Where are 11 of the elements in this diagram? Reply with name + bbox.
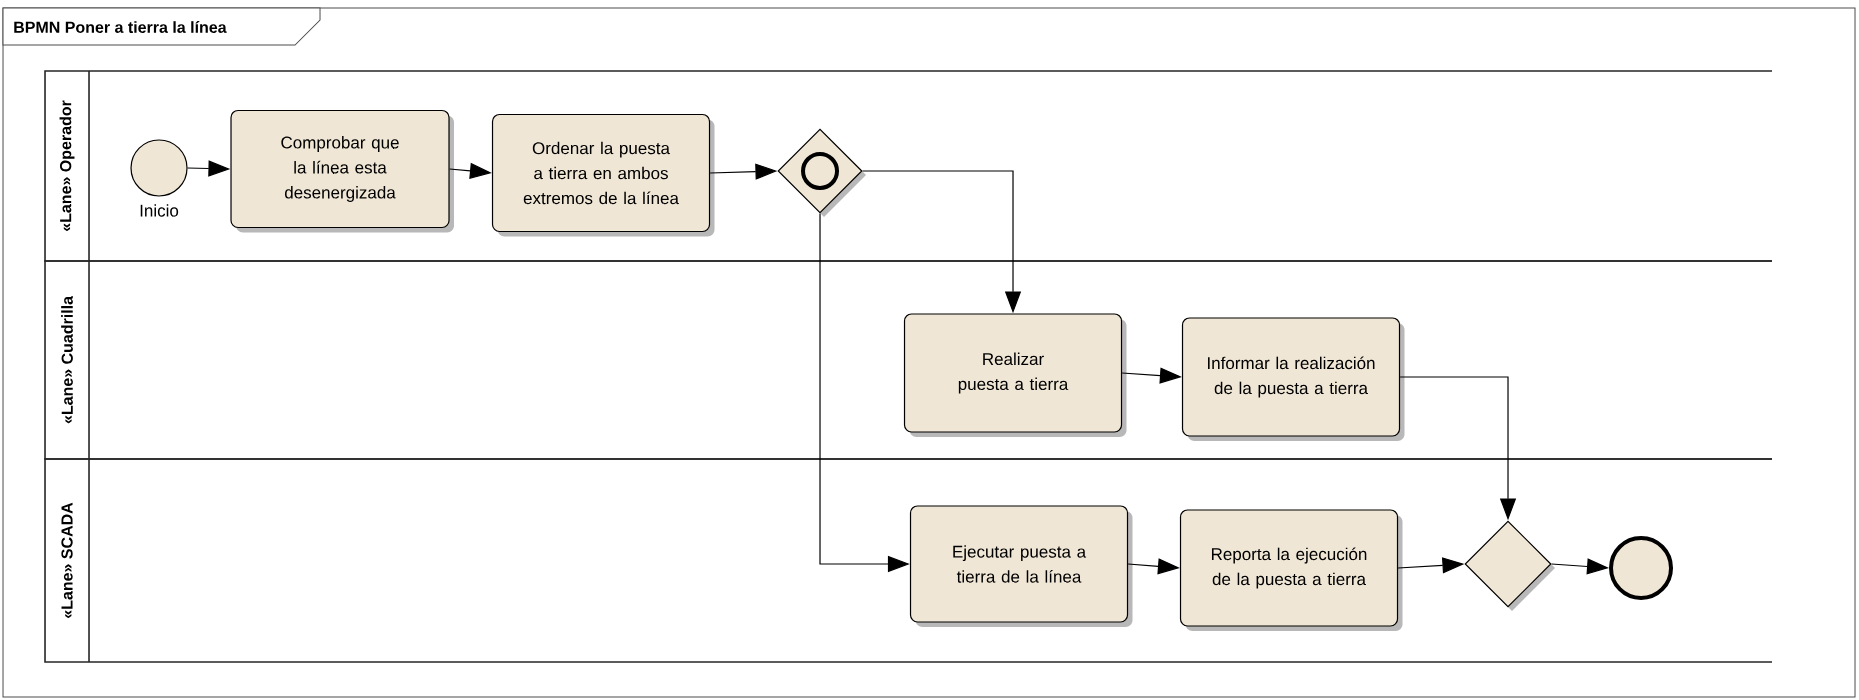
task-box: Reporta la ejecución de la puesta a tierra [1179, 509, 1403, 631]
event-label: Inicio [140, 204, 179, 217]
diagram-title-tab: BPMN Poner a tierra la línea [2, 7, 321, 46]
gateway-diamond [1464, 520, 1555, 611]
end-event-circle [1609, 536, 1673, 600]
task-box: Informar la realización de la puesta a tierra [1181, 317, 1405, 441]
task-box: Comprobar que la línea esta desenergizada [230, 109, 454, 233]
task-box: Ejecutar puesta a tierra de la línea [909, 505, 1133, 627]
gateway-diamond [777, 128, 866, 217]
task-box: Ordenar la puesta a tierra en ambos extremos de la línea [491, 113, 715, 237]
task-box: Realizar puesta a tierra [903, 313, 1127, 437]
